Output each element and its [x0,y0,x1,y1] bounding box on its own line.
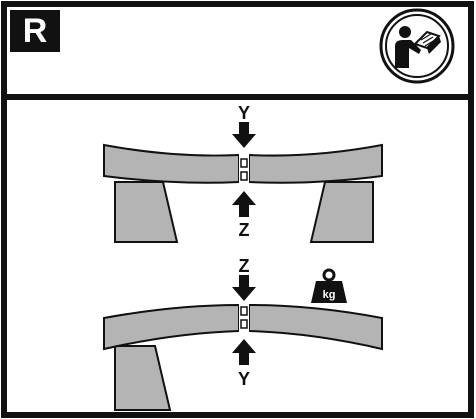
top-diagram-bottom-label: Z [239,220,250,240]
top-joint-gap [239,153,249,184]
bottom-down-arrow [232,275,256,301]
bottom-diagram-bottom-label: Y [238,369,250,389]
step-badge: R [10,10,60,52]
weight-kg-icon: kg [311,268,347,303]
step-badge-letter: R [23,12,48,50]
read-manual-icon [379,8,455,84]
top-beam-right [248,143,383,184]
top-down-arrow [232,122,256,148]
top-right-support [309,181,374,243]
top-beam-left [103,143,240,184]
bottom-beam-left [103,303,240,351]
bottom-left-support [114,345,172,411]
diagram-bottom: Z Y kg [103,256,383,411]
top-diagram-top-label: Y [238,103,250,123]
weight-kg-label: kg [323,289,336,301]
bottom-beam-right [248,303,383,351]
bottom-diagram-top-label: Z [239,256,250,276]
top-left-support [114,181,179,243]
diagram-top: Y Z [103,103,383,243]
top-up-arrow [232,191,256,217]
bottom-up-arrow [232,339,256,365]
bottom-joint-gap [239,303,249,333]
